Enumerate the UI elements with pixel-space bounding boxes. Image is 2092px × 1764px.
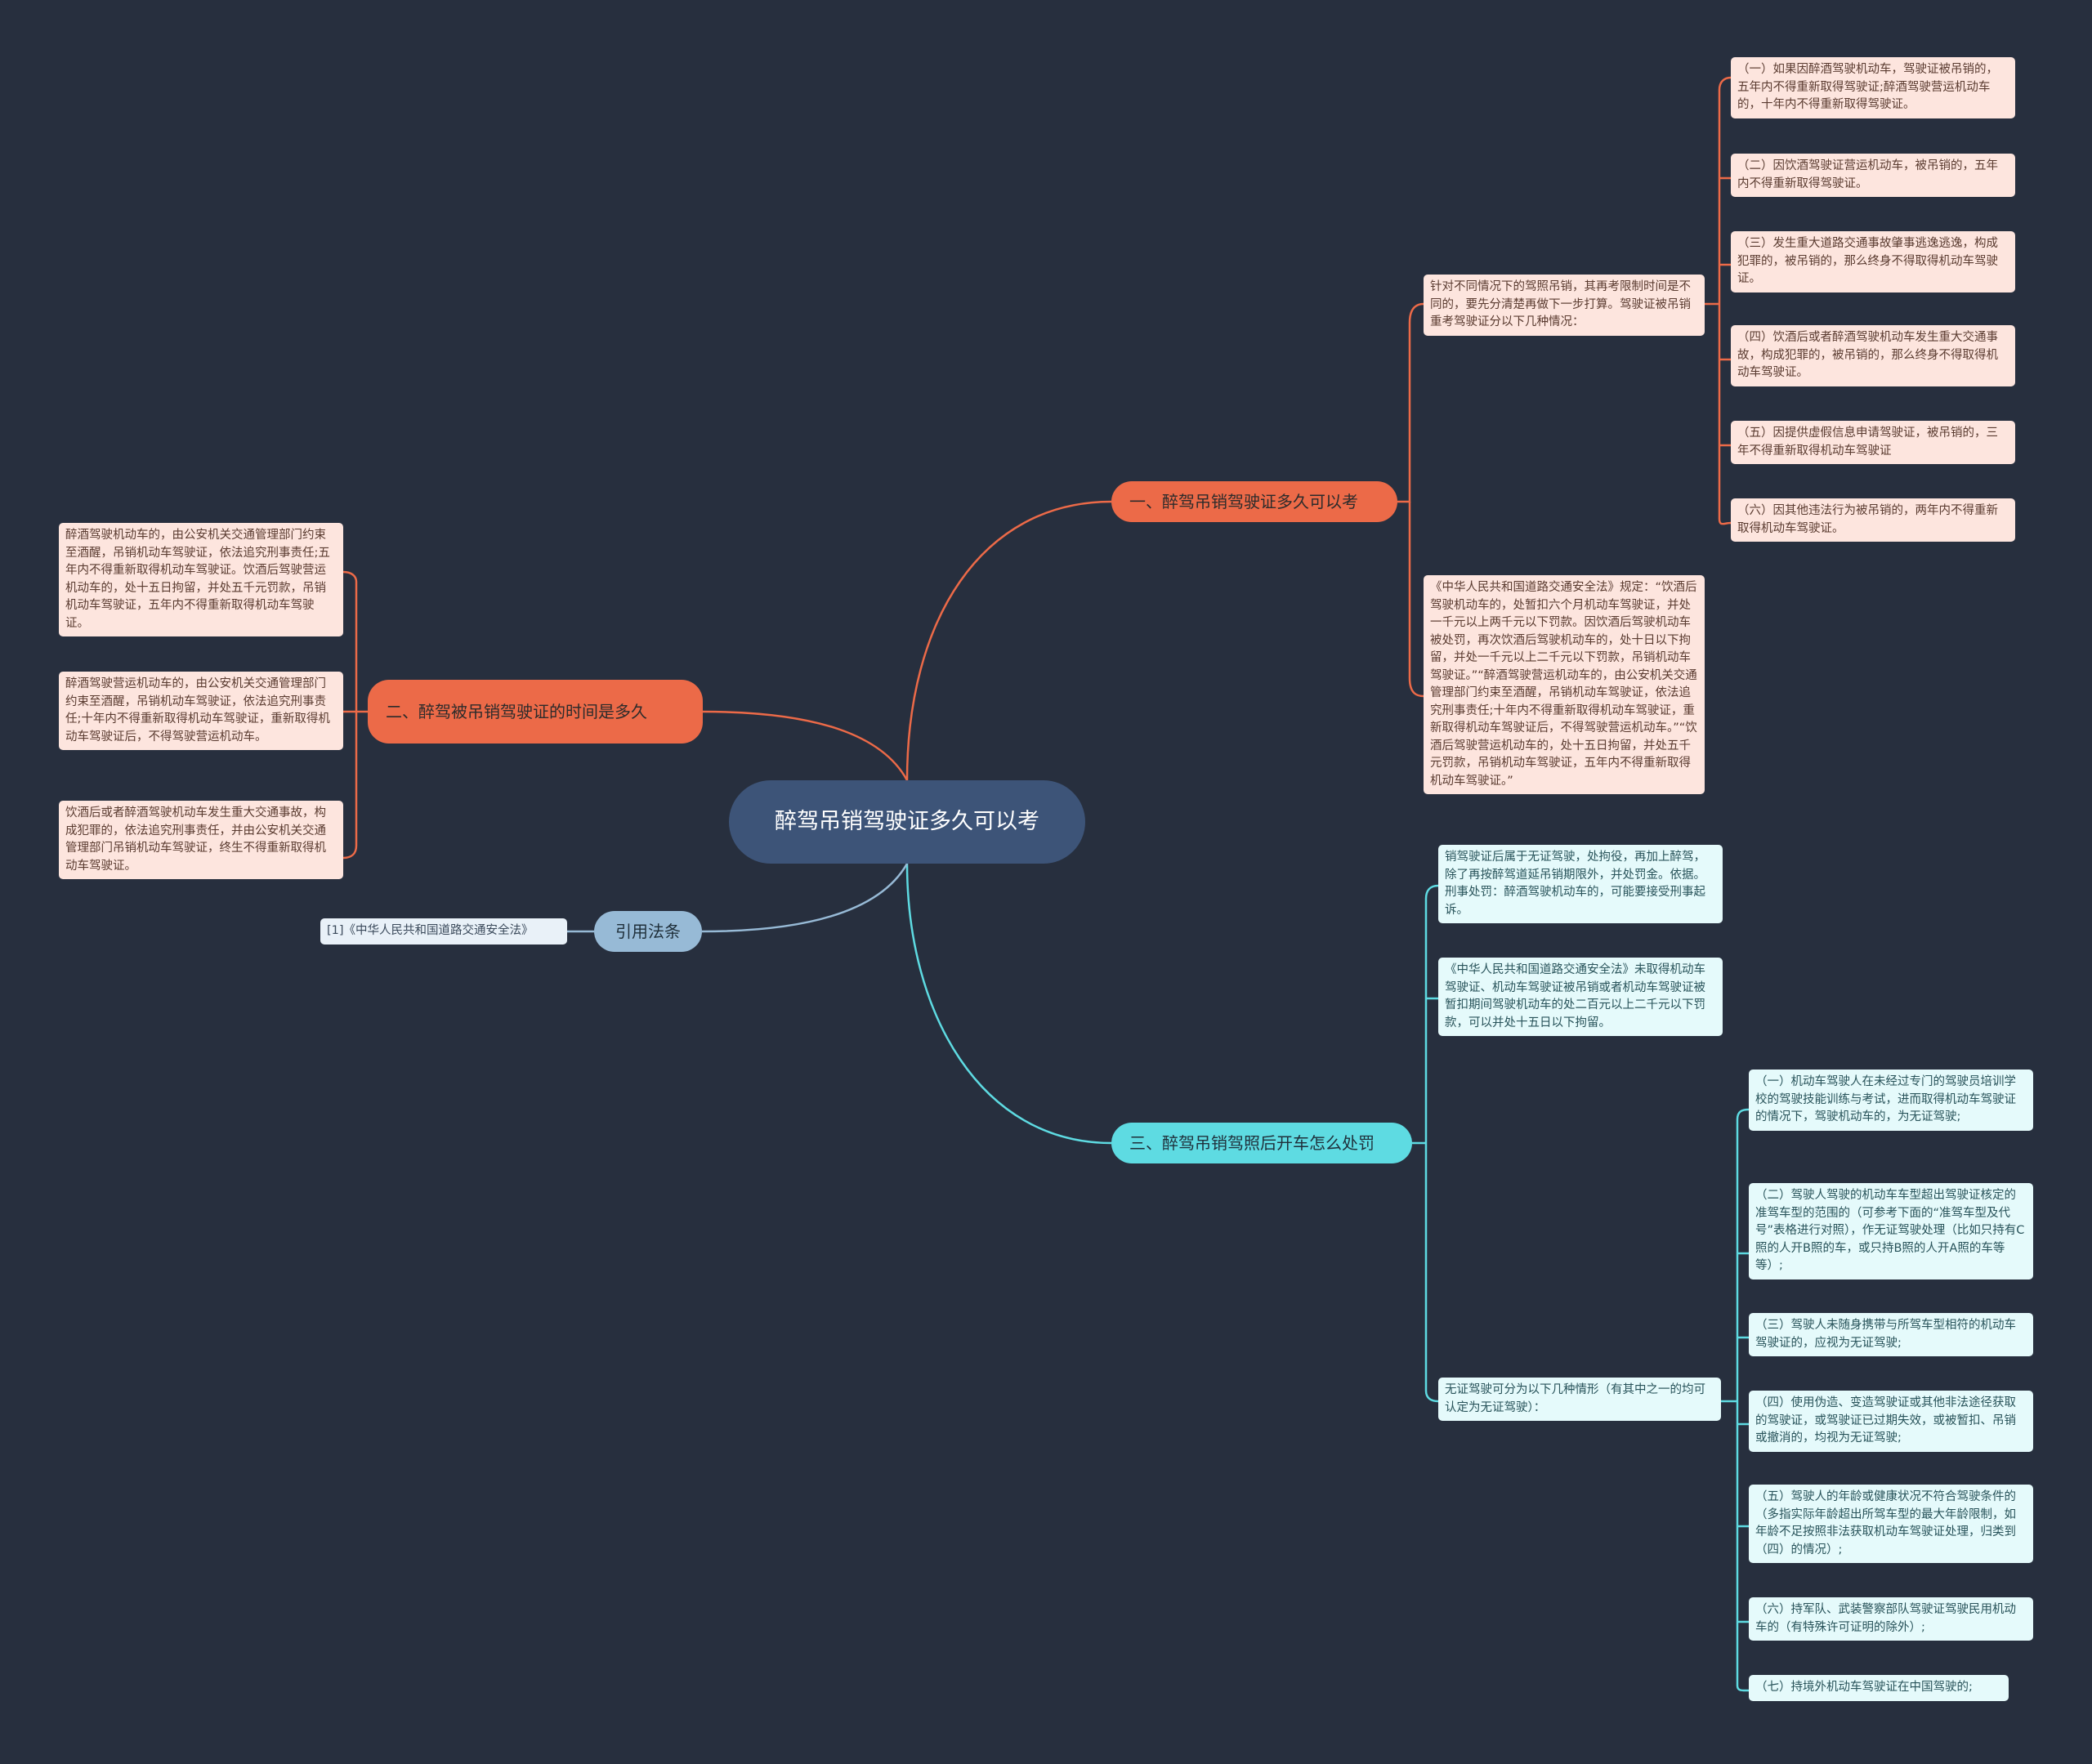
case-text: （一）机动车驾驶人在未经过专门的驾驶员培训学校的驾驶技能训练与考试，进而取得机动… <box>1755 1075 2016 1123</box>
branch-1-label: 一、醉驾吊销驾驶证多久可以考 <box>1129 492 1358 511</box>
unlicensed-case-3[interactable]: （三）驾驶人未随身携带与所驾车型相符的机动车驾驶证的，应视为无证驾驶; <box>1749 1313 2033 1356</box>
branch-1-case-3[interactable]: （三）发生重大道路交通事故肇事逃逸逃逸，构成犯罪的，被吊销的，那么终身不得取得机… <box>1731 231 2015 293</box>
case-text: （四）使用伪造、变造驾驶证或其他非法途径获取的驾驶证，或驾驶证已过期失效，或被暂… <box>1755 1396 2016 1445</box>
case-text: （一）如果因醉酒驾驶机动车，驾驶证被吊销的，五年内不得重新取得驾驶证;醉酒驾驶营… <box>1737 63 1998 111</box>
unlicensed-case-6[interactable]: （六）持军队、武装警察部队驾驶证驾驶民用机动车的（有特殊许可证明的除外）; <box>1749 1597 2033 1641</box>
branch-1-case-4[interactable]: （四）饮酒后或者醉酒驾驶机动车发生重大交通事故，构成犯罪的，被吊销的，那么终身不… <box>1731 325 2015 386</box>
unlicensed-case-5[interactable]: （五）驾驶人的年龄或健康状况不符合驾驶条件的（多指实际年龄超出所驾车型的最大年龄… <box>1749 1485 2033 1563</box>
branch-4-topic[interactable]: 引用法条 <box>594 911 702 952</box>
branch-1-topic[interactable]: 一、醉驾吊销驾驶证多久可以考 <box>1111 481 1397 522</box>
branch-3-topic[interactable]: 三、醉驾吊销驾照后开车怎么处罚 <box>1111 1123 1412 1163</box>
branch-1-intro-note[interactable]: 针对不同情况下的驾照吊销，其再考限制时间是不同的，要先分清楚再做下一步打算。驾驶… <box>1424 275 1705 336</box>
branch-1-law-note[interactable]: 《中华人民共和国道路交通安全法》规定：“饮酒后驾驶机动车的，处暂扣六个月机动车驾… <box>1424 575 1705 794</box>
case-text: （三）发生重大道路交通事故肇事逃逸逃逸，构成犯罪的，被吊销的，那么终身不得取得机… <box>1737 237 1998 285</box>
branch-2-item-3[interactable]: 饮酒后或者醉酒驾驶机动车发生重大交通事故，构成犯罪的，依法追究刑事责任，并由公安… <box>59 801 343 879</box>
branch-1-case-2[interactable]: （二）因饮酒驾驶证营运机动车，被吊销的，五年内不得重新取得驾驶证。 <box>1731 154 2015 197</box>
case-text: （六）持军队、武装警察部队驾驶证驾驶民用机动车的（有特殊许可证明的除外）; <box>1755 1603 2016 1634</box>
case-text: （六）因其他违法行为被吊销的，两年内不得重新取得机动车驾驶证。 <box>1737 504 1998 535</box>
intro-text: 无证驾驶可分为以下几种情形（有其中之一的均可认定为无证驾驶）： <box>1445 1383 1705 1414</box>
link-root-branch4 <box>701 863 909 933</box>
link-root-branch1 <box>905 500 1112 781</box>
branch-3-item-1[interactable]: 销驾驶证后属于无证驾驶，处拘役，再加上醉驾，除了再按醉驾道延吊销期限外，并处罚金… <box>1438 845 1723 923</box>
link-b2-items <box>342 570 368 860</box>
item-text: 《中华人民共和国道路交通安全法》未取得机动车驾驶证、机动车驾驶证被吊销或者机动车… <box>1445 963 1705 1029</box>
branch-1-law-text: 《中华人民共和国道路交通安全法》规定：“饮酒后驾驶机动车的，处暂扣六个月机动车驾… <box>1430 581 1697 788</box>
branch-3-unlicensed-intro[interactable]: 无证驾驶可分为以下几种情形（有其中之一的均可认定为无证驾驶）： <box>1438 1378 1721 1421</box>
case-text: （四）饮酒后或者醉酒驾驶机动车发生重大交通事故，构成犯罪的，被吊销的，那么终身不… <box>1737 331 1998 379</box>
case-text: （二）驾驶人驾驶的机动车车型超出驾驶证核定的准驾车型的范围的（可参考下面的“准驾… <box>1755 1189 2025 1272</box>
branch-3-item-2[interactable]: 《中华人民共和国道路交通安全法》未取得机动车驾驶证、机动车驾驶证被吊销或者机动车… <box>1438 958 1723 1036</box>
unlicensed-case-1[interactable]: （一）机动车驾驶人在未经过专门的驾驶员培训学校的驾驶技能训练与考试，进而取得机动… <box>1749 1070 2033 1131</box>
item-text: 醉酒驾驶营运机动车的，由公安机关交通管理部门约束至酒醒，吊销机动车驾驶证，依法追… <box>65 677 330 744</box>
branch-1-case-6[interactable]: （六）因其他违法行为被吊销的，两年内不得重新取得机动车驾驶证。 <box>1731 498 2015 542</box>
link-root-branch2 <box>702 710 909 781</box>
branch-4-label: 引用法条 <box>615 922 681 941</box>
branch-2-item-1[interactable]: 醉酒驾驶机动车的，由公安机关交通管理部门约束至酒醒，吊销机动车驾驶证，依法追究刑… <box>59 523 343 636</box>
branch-1-case-5[interactable]: （五）因提供虚假信息申请驾驶证，被吊销的，三年不得重新取得机动车驾驶证 <box>1731 421 2015 464</box>
unlicensed-case-4[interactable]: （四）使用伪造、变造驾驶证或其他非法途径获取的驾驶证，或驾驶证已过期失效，或被暂… <box>1749 1391 2033 1452</box>
case-text: （五）因提供虚假信息申请驾驶证，被吊销的，三年不得重新取得机动车驾驶证 <box>1737 426 1998 458</box>
case-text: （五）驾驶人的年龄或健康状况不符合驾驶条件的（多指实际年龄超出所驾车型的最大年龄… <box>1755 1490 2016 1556</box>
link-root-branch3 <box>905 863 1112 1145</box>
branch-1-case-1[interactable]: （一）如果因醉酒驾驶机动车，驾驶证被吊销的，五年内不得重新取得驾驶证;醉酒驾驶营… <box>1731 57 2015 118</box>
item-text: 销驾驶证后属于无证驾驶，处拘役，再加上醉驾，除了再按醉驾道延吊销期限外，并处罚金… <box>1445 851 1705 917</box>
link-b1-intro <box>1397 302 1424 503</box>
item-text: 饮酒后或者醉酒驾驶机动车发生重大交通事故，构成犯罪的，依法追究刑事责任，并由公安… <box>65 806 326 873</box>
branch-2-topic[interactable]: 二、醉驾被吊销驾驶证的时间是多久 <box>368 680 703 744</box>
item-text: 醉酒驾驶机动车的，由公安机关交通管理部门约束至酒醒，吊销机动车驾驶证，依法追究刑… <box>65 529 330 630</box>
branch-1-intro-text: 针对不同情况下的驾照吊销，其再考限制时间是不同的，要先分清楚再做下一步打算。驾驶… <box>1430 280 1691 328</box>
unlicensed-case-7[interactable]: （七）持境外机动车驾驶证在中国驾驶的; <box>1749 1675 2009 1701</box>
case-text: （七）持境外机动车驾驶证在中国驾驶的; <box>1755 1681 1973 1694</box>
link-b3-items <box>1412 884 1439 1403</box>
branch-4-item-1[interactable]: [1]《中华人民共和国道路交通安全法》 <box>320 918 567 945</box>
branch-3-label: 三、醉驾吊销驾照后开车怎么处罚 <box>1129 1133 1375 1153</box>
link-b1-law <box>1408 502 1424 698</box>
root-topic[interactable]: 醉驾吊销驾驶证多久可以考 <box>729 780 1085 864</box>
branch-2-label: 二、醉驾被吊销驾驶证的时间是多久 <box>386 702 647 721</box>
root-topic-label: 醉驾吊销驾驶证多久可以考 <box>775 809 1039 834</box>
item-text: [1]《中华人民共和国道路交通安全法》 <box>327 924 534 937</box>
unlicensed-case-2[interactable]: （二）驾驶人驾驶的机动车车型超出驾驶证核定的准驾车型的范围的（可参考下面的“准驾… <box>1749 1183 2033 1279</box>
link-b1-cases <box>1718 76 1732 525</box>
case-text: （二）因饮酒驾驶证营运机动车，被吊销的，五年内不得重新取得驾驶证。 <box>1737 159 1998 190</box>
branch-2-item-2[interactable]: 醉酒驾驶营运机动车的，由公安机关交通管理部门约束至酒醒，吊销机动车驾驶证，依法追… <box>59 672 343 750</box>
case-text: （三）驾驶人未随身携带与所驾车型相符的机动车驾驶证的，应视为无证驾驶; <box>1755 1319 2016 1350</box>
